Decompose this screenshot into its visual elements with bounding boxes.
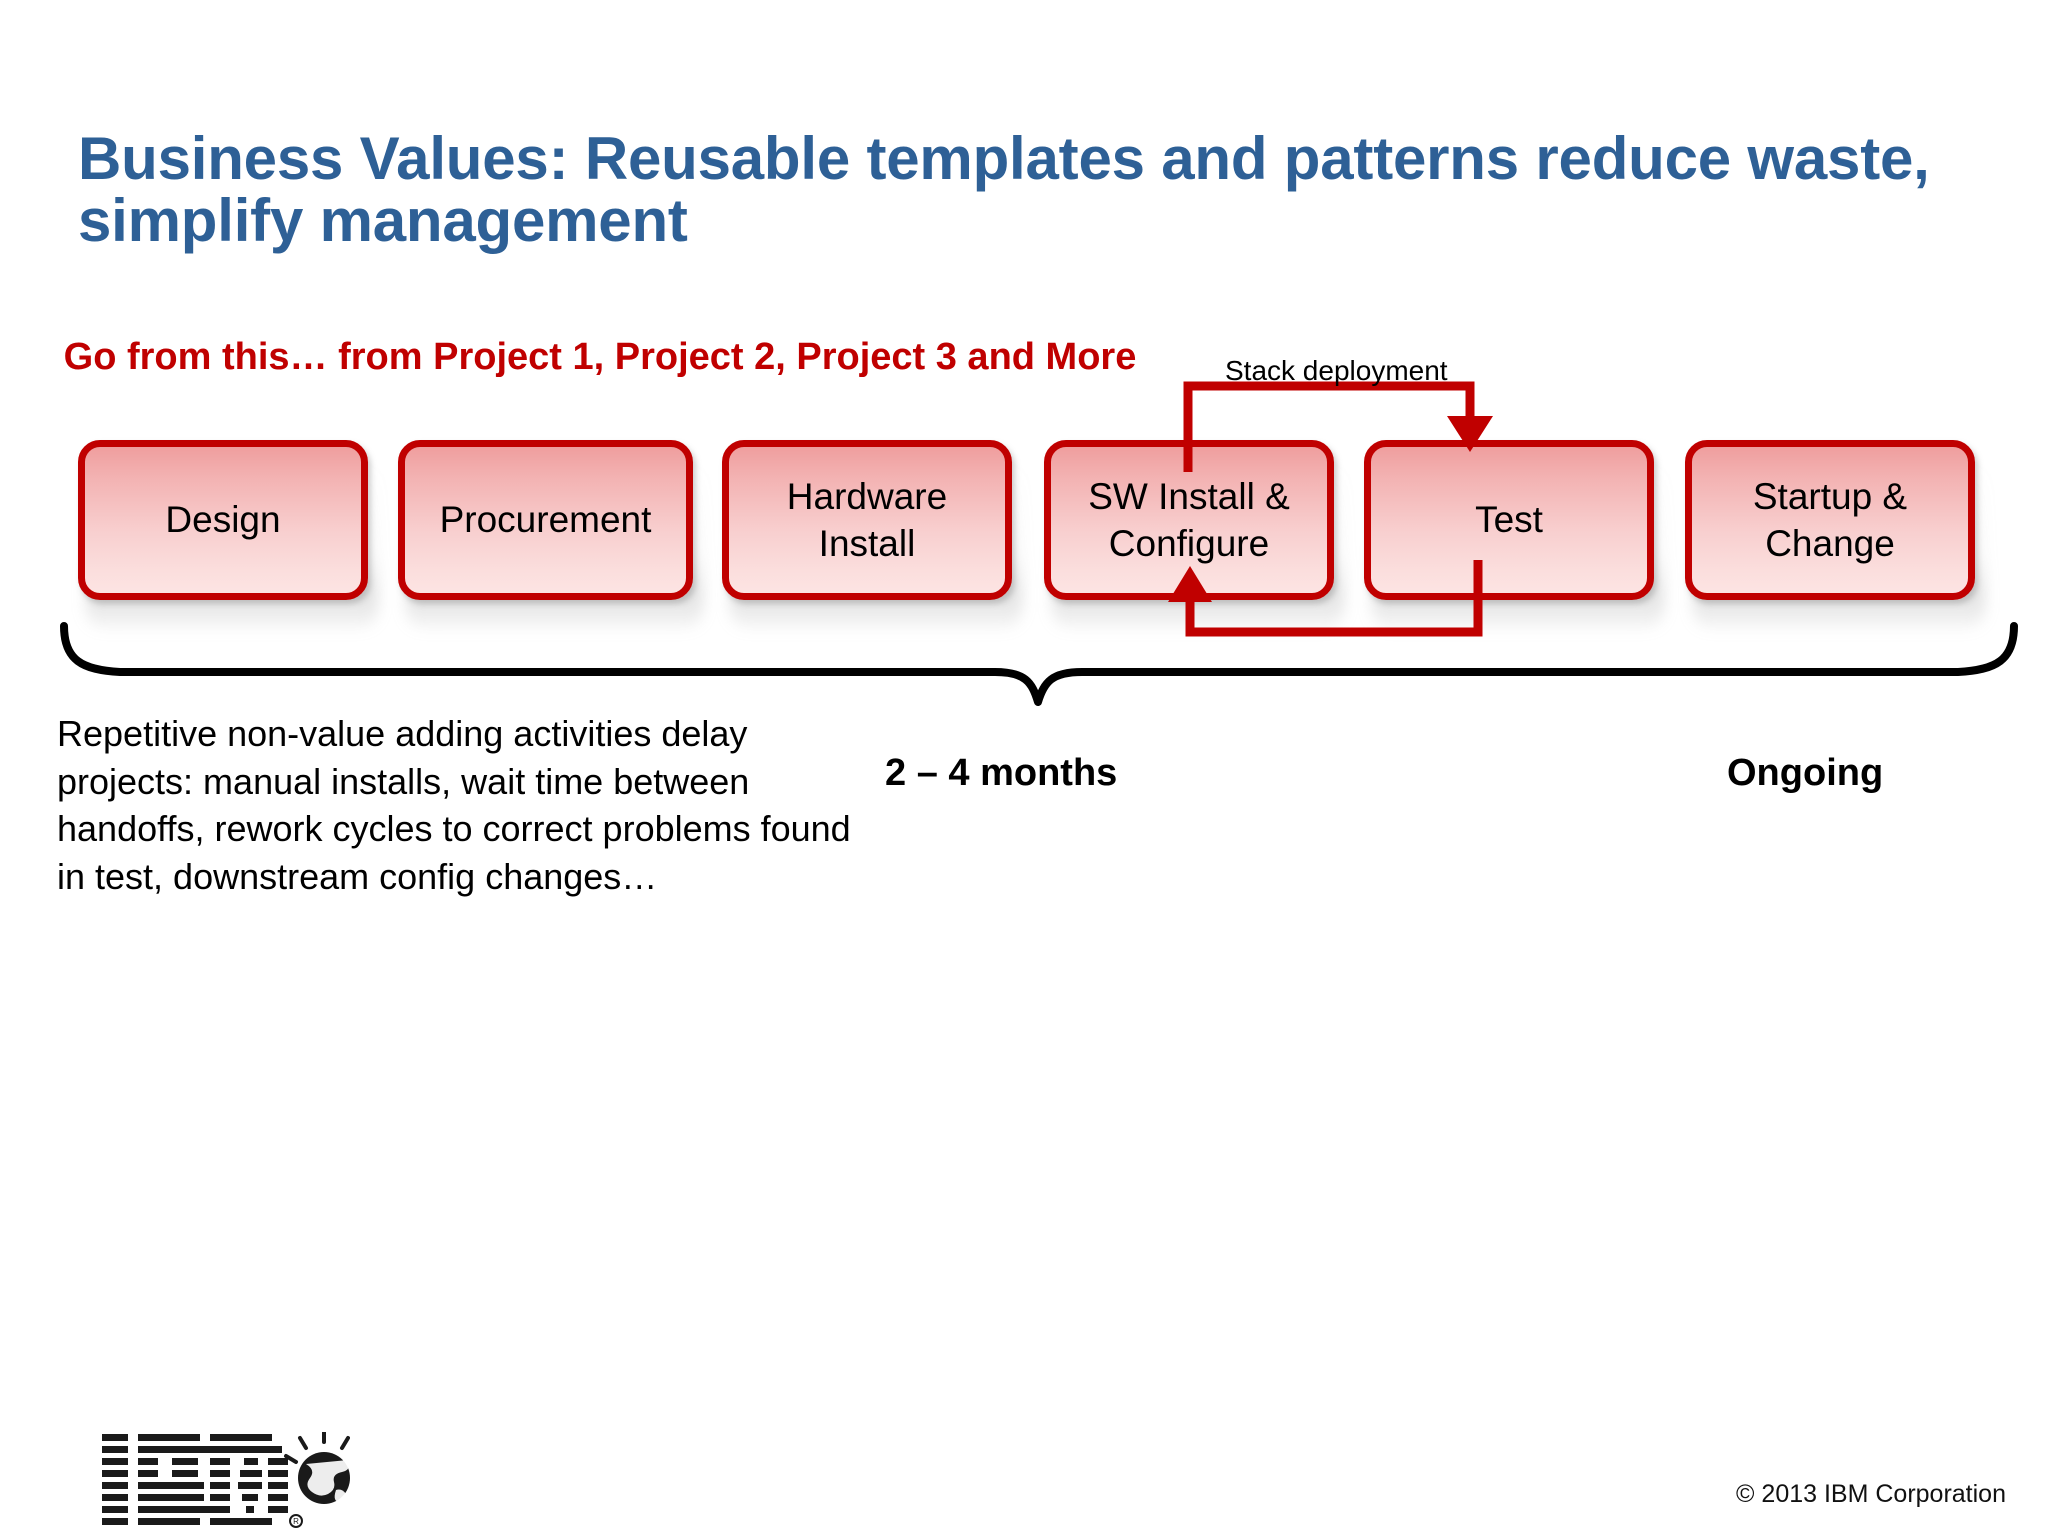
ibm-logo: R	[102, 1432, 350, 1528]
process-label-test: Test	[1475, 499, 1543, 541]
duration-label-ongoing: Ongoing	[1727, 752, 1884, 794]
process-box-hardware-install[interactable]: Hardware Install	[722, 440, 1012, 600]
process-box-test[interactable]: Test	[1364, 440, 1654, 600]
process-box-procurement[interactable]: Procurement	[398, 440, 693, 600]
headline-go-from-this: Go from this… from Project 1, Project 2,…	[63, 336, 1137, 378]
stack-deployment-arrow	[1183, 381, 1493, 472]
process-flow-row: Design Procurement Hardware Install SW I…	[0, 440, 2048, 628]
process-box-startup-change[interactable]: Startup & Change	[1685, 440, 1975, 600]
process-label-procurement: Procurement	[439, 499, 652, 541]
rework-loop-arrow	[1168, 560, 1483, 637]
page-title: Business Values: Reusable templates and …	[78, 125, 1930, 254]
process-box-design[interactable]: Design	[78, 440, 368, 600]
process-step-test[interactable]: Test	[1364, 440, 1664, 628]
process-step-startup-change[interactable]: Startup & Change	[1685, 440, 1985, 628]
process-label-startup-change: Startup & Change	[1752, 475, 1908, 564]
process-label-hardware-install: Hardware Install	[786, 475, 948, 564]
process-step-design[interactable]: Design	[78, 440, 378, 628]
process-step-hardware-install[interactable]: Hardware Install	[722, 440, 1022, 628]
svg-text:R: R	[293, 1517, 299, 1526]
copyright-text: © 2013 IBM Corporation	[1736, 1480, 2006, 1508]
process-label-sw-install-configure: SW Install & Configure	[1088, 475, 1290, 564]
ibm-globe-icon	[284, 1432, 350, 1504]
repetitive-activities-note: Repetitive non-value adding activities d…	[57, 713, 851, 897]
duration-label-months: 2 – 4 months	[885, 752, 1118, 794]
stack-deployment-label: Stack deployment	[1225, 355, 1448, 386]
duration-brace	[60, 622, 2018, 706]
process-step-procurement[interactable]: Procurement	[398, 440, 703, 628]
process-label-design: Design	[165, 499, 281, 541]
